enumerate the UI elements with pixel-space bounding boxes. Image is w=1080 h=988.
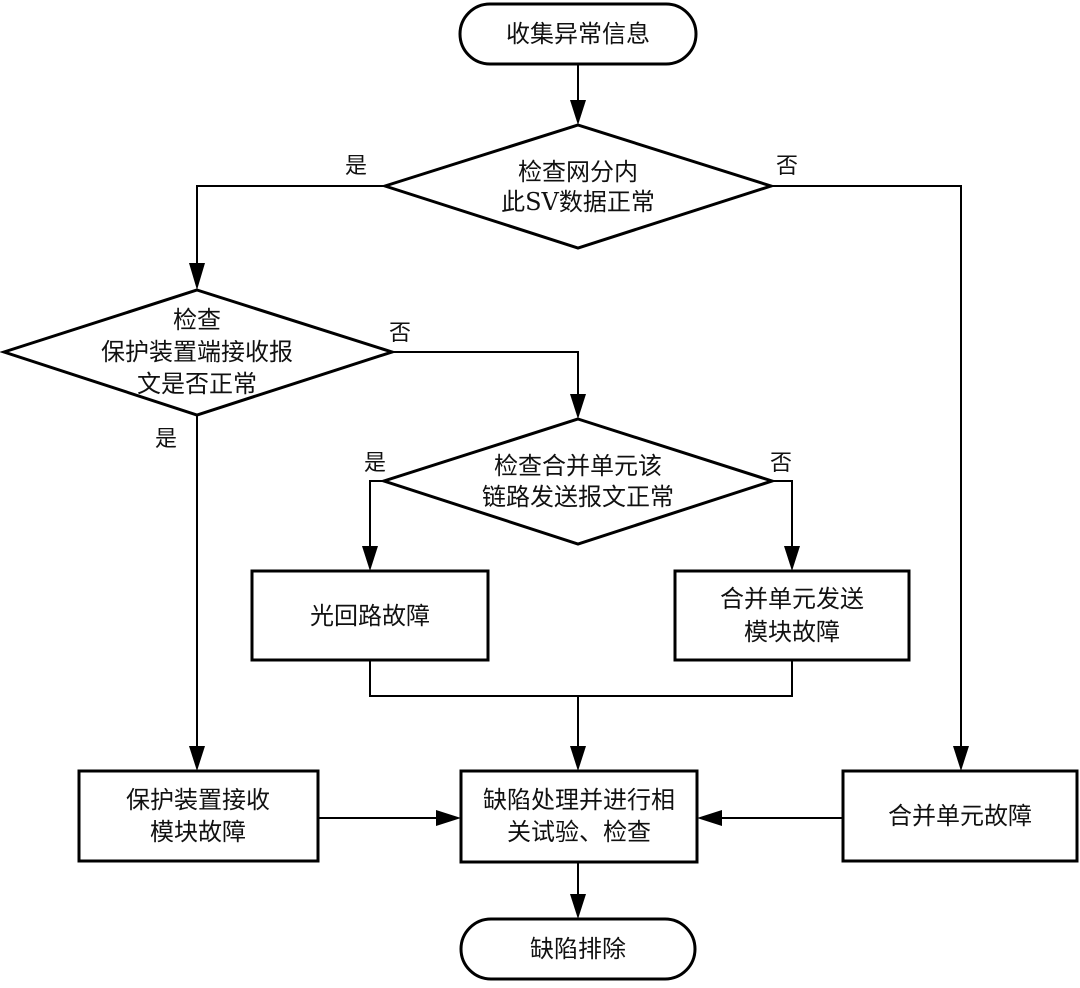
optical-fault-label: 光回路故障 — [310, 602, 430, 630]
mu-fault-box — [841, 769, 1079, 863]
mu-send-fault-label-line1: 合并单元发送 — [720, 585, 864, 613]
recv-module-fault-label-line1: 保护装置接收 — [126, 786, 270, 814]
check-sv-label-line2: 此SV数据正常 — [501, 188, 655, 216]
check-sv-decision — [380, 123, 776, 250]
end-terminator — [459, 917, 697, 981]
check-recv-label-line3: 文是否正常 — [137, 370, 257, 398]
edge-check-sv-yes — [196, 185, 385, 265]
edge-check-recv-no — [392, 351, 579, 396]
edge-check-mu-no — [772, 480, 793, 548]
check-recv-decision — [0, 288, 397, 417]
arrowhead-to-mu-fault — [953, 746, 969, 771]
edge-label-sv-yes: 是 — [345, 154, 367, 179]
arrowhead-to-check-recv — [189, 263, 205, 290]
optical-fault-box — [250, 569, 490, 662]
check-mu-label-line1: 检查合并单元该 — [494, 452, 662, 480]
mu-send-fault-box — [673, 569, 911, 662]
edge-label-mu-no: 否 — [770, 451, 792, 476]
arrowhead-to-handle-from-left — [436, 810, 461, 826]
start-label: 收集异常信息 — [506, 20, 650, 48]
arrowhead-to-optical-fault — [362, 546, 378, 571]
edge-label-recv-no: 否 — [389, 321, 411, 346]
recv-module-fault-label-line2: 模块故障 — [150, 818, 246, 846]
arrowhead-to-mu-send-fault — [784, 546, 800, 571]
edge-label-sv-no: 否 — [776, 154, 798, 179]
handle-defect-box — [459, 769, 699, 864]
edge-merge-faults — [369, 660, 793, 697]
check-recv-label-line2: 保护装置端接收报 — [101, 338, 293, 366]
mu-fault-label: 合并单元故障 — [888, 802, 1032, 830]
check-mu-decision — [379, 417, 777, 546]
end-label: 缺陷排除 — [530, 935, 626, 963]
handle-defect-label-line1: 缺陷处理并进行相 — [483, 786, 675, 814]
edge-label-recv-yes: 是 — [155, 427, 177, 452]
check-sv-label-line1: 检查网分内 — [518, 158, 638, 186]
mu-send-fault-label-line2: 模块故障 — [744, 618, 840, 646]
edge-check-sv-no — [771, 185, 962, 748]
arrowhead-to-handle-from-merge — [570, 746, 586, 771]
start-terminator — [458, 2, 698, 66]
edge-check-mu-yes — [369, 480, 384, 548]
check-recv-label-line1: 检查 — [173, 306, 221, 334]
arrowhead-to-handle-from-right — [697, 810, 722, 826]
arrowhead-to-check-sv — [570, 100, 586, 125]
arrowhead-to-recv-module-fault — [189, 746, 205, 771]
arrowhead-to-end — [570, 894, 586, 919]
recv-module-fault-box — [77, 769, 320, 863]
handle-defect-label-line2: 关试验、检查 — [507, 818, 651, 846]
check-mu-label-line2: 链路发送报文正常 — [482, 483, 674, 511]
edge-label-mu-yes: 是 — [364, 451, 386, 476]
arrowhead-to-check-mu — [570, 394, 586, 419]
